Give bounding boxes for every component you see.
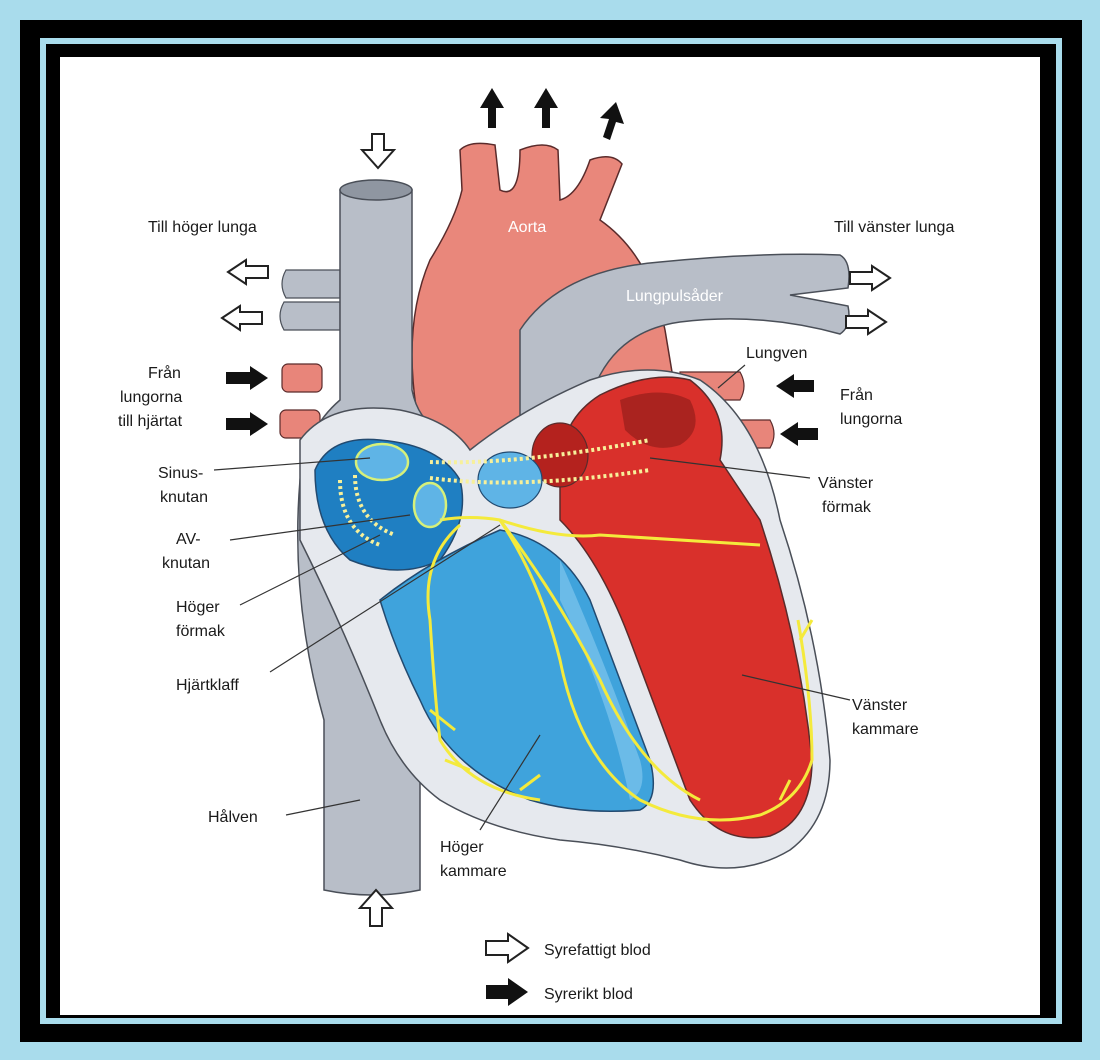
- filled-arrow-right-icon: [486, 978, 528, 1006]
- open-arrow-left-icon: [228, 260, 268, 284]
- label-halven: Hålven: [208, 808, 258, 826]
- svg-text:Från: Från: [840, 386, 873, 404]
- to-left-lung-arrows: [846, 266, 890, 334]
- label-vanster-formak: Vänster förmak: [818, 475, 874, 516]
- svg-text:lungorna: lungorna: [840, 411, 902, 428]
- label-hjartklaff: Hjärtklaff: [176, 677, 239, 694]
- right-pulmonary-branches: [280, 270, 340, 330]
- svg-text:förmak: förmak: [822, 499, 872, 516]
- from-lungs-right-arrows: [776, 374, 818, 446]
- label-aorta: Aorta: [508, 219, 546, 236]
- label-av-knutan: AV- knutan: [162, 531, 210, 572]
- filled-arrow-left-icon: [780, 422, 818, 446]
- from-lungs-left-arrows: [226, 366, 268, 436]
- label-hoger-kammare: Höger kammare: [440, 839, 507, 880]
- legend-syrerikt: Syrerikt blod: [544, 986, 633, 1003]
- svg-text:Från: Från: [148, 364, 181, 382]
- svg-text:kammare: kammare: [440, 863, 507, 880]
- open-arrow-down-icon: [362, 134, 394, 168]
- filled-arrow-right-icon: [226, 412, 268, 436]
- svg-text:Vänster: Vänster: [818, 475, 874, 492]
- svg-text:till hjärtat: till hjärtat: [118, 413, 183, 430]
- arrow-up-icon: [600, 102, 624, 140]
- open-arrow-right-icon: [846, 310, 886, 334]
- legend: Syrefattigt blod Syrerikt blod: [486, 934, 651, 1006]
- legend-syrefattigt: Syrefattigt blod: [544, 942, 651, 959]
- label-fran-lungorna-till-hjartat: Från lungorna till hjärtat: [118, 364, 183, 430]
- filled-arrow-right-icon: [226, 366, 268, 390]
- svg-text:AV-: AV-: [176, 531, 201, 548]
- open-arrow-left-icon: [222, 306, 262, 330]
- label-lungven: Lungven: [746, 345, 807, 362]
- svg-text:Sinus-: Sinus-: [158, 465, 203, 482]
- label-till-vanster-lunga: Till vänster lunga: [834, 219, 954, 236]
- label-till-hoger-lunga: Till höger lunga: [148, 219, 257, 236]
- label-vanster-kammare: Vänster kammare: [852, 697, 919, 738]
- svg-text:kammare: kammare: [852, 721, 919, 738]
- label-lungpulsader: Lungpulsåder: [626, 287, 724, 305]
- svg-text:Höger: Höger: [176, 599, 220, 616]
- label-sinusknutan: Sinus- knutan: [158, 465, 208, 506]
- aorta-outflow-arrows: [480, 88, 624, 140]
- svg-text:Vänster: Vänster: [852, 697, 908, 714]
- arrow-up-icon: [534, 88, 558, 128]
- label-fran-lungorna: Från lungorna: [840, 386, 902, 428]
- svg-text:knutan: knutan: [160, 489, 208, 506]
- arrow-up-icon: [480, 88, 504, 128]
- svg-text:Höger: Höger: [440, 839, 484, 856]
- to-right-lung-arrows: [222, 260, 268, 330]
- open-arrow-right-icon: [486, 934, 528, 962]
- svg-text:förmak: förmak: [176, 623, 226, 640]
- filled-arrow-left-icon: [776, 374, 814, 398]
- svg-text:lungorna: lungorna: [120, 389, 182, 406]
- open-arrow-right-icon: [850, 266, 890, 290]
- svg-text:knutan: knutan: [162, 555, 210, 572]
- label-hoger-formak: Höger förmak: [176, 599, 226, 640]
